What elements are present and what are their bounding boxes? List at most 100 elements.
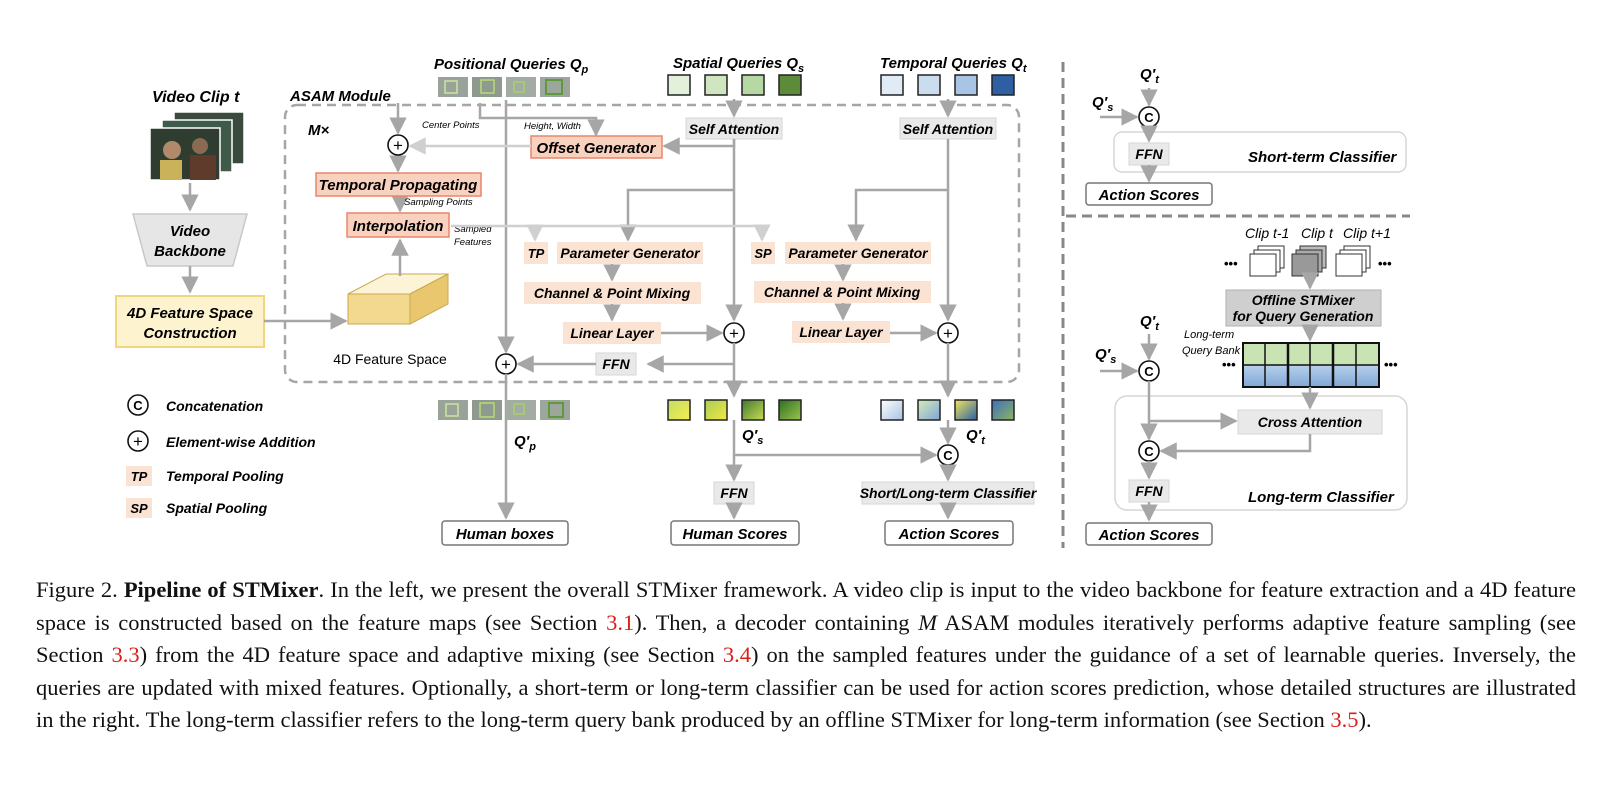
svg-text:C: C [1144, 364, 1154, 379]
svg-text:+: + [729, 324, 739, 343]
video-clip: Video Clip t [149, 89, 245, 181]
svg-text:C: C [1144, 444, 1154, 459]
section-link[interactable]: 3.4 [722, 642, 751, 668]
human-boxes: Human boxes [441, 520, 569, 546]
svg-text:Element-wise Addition: Element-wise Addition [166, 434, 316, 450]
svg-text:SP: SP [754, 246, 772, 261]
mixing-temporal: Channel & Point Mixing [754, 281, 931, 303]
updated-spatial-tokens [667, 399, 802, 421]
positional-queries-label: Positional Queries Qp [434, 56, 589, 76]
qp-updated-label: Q′p [514, 433, 536, 453]
lt-qt-label: Q′t [1140, 313, 1160, 333]
svg-text:Human boxes: Human boxes [456, 526, 554, 543]
section-link[interactable]: 3.1 [606, 609, 635, 635]
cross-attention: Cross Attention [1237, 409, 1383, 435]
updated-positional-tokens [438, 400, 570, 420]
spatial-query-tokens [667, 74, 802, 96]
svg-text:Offset Generator: Offset Generator [537, 140, 657, 157]
concat-symbol: C [133, 398, 143, 413]
video-clip-label: Video Clip t [152, 89, 240, 106]
svg-text:FFN: FFN [1135, 146, 1163, 162]
svg-text:Channel & Point Mixing: Channel & Point Mixing [534, 285, 691, 301]
linear-spatial: Linear Layer [563, 322, 661, 344]
feature-space-stack: 4D Feature Space [333, 273, 449, 367]
temporal-propagating: Temporal Propagating [315, 172, 482, 197]
ffn-asam: FFN [595, 352, 637, 376]
add-node-offset [387, 134, 409, 156]
human-scores: Human Scores [670, 520, 800, 546]
temporal-query-tokens [880, 74, 1015, 96]
tp-box: TP [524, 242, 548, 264]
svg-text:Concatenation: Concatenation [166, 398, 263, 414]
svg-text:•••: ••• [1378, 256, 1392, 271]
svg-text:+: + [501, 355, 511, 374]
svg-text:+: + [943, 324, 953, 343]
action-scores: Action Scores [884, 520, 1014, 546]
svg-text:Backbone: Backbone [154, 243, 226, 260]
asam-module: ASAM Module M× [283, 88, 1021, 384]
pipeline-figure: Video Clip t Video Backbone 4D Feature S… [115, 55, 1410, 548]
classifier-output: Short/Long-term Classifier [860, 481, 1038, 505]
self-attention-spatial: Self Attention [685, 117, 783, 140]
svg-text:Clip t: Clip t [1301, 225, 1334, 241]
feature-space-construction: 4D Feature Space Construction [115, 295, 265, 348]
svg-text:Parameter Generator: Parameter Generator [788, 245, 929, 261]
svg-text:Clip t+1: Clip t+1 [1343, 225, 1391, 241]
svg-text:Linear Layer: Linear Layer [799, 324, 884, 340]
sp-box: SP [751, 242, 775, 264]
param-gen-spatial: Parameter Generator [557, 242, 703, 264]
mixing-spatial: Channel & Point Mixing [524, 282, 701, 304]
svg-text:Self Attention: Self Attention [903, 121, 993, 137]
interpolation: Interpolation [346, 212, 450, 238]
svg-text:Features: Features [454, 237, 492, 248]
svg-text:Short/Long-term Classifier: Short/Long-term Classifier [860, 485, 1038, 501]
svg-text:Clip t-1: Clip t-1 [1245, 225, 1289, 241]
positional-query-tokens [438, 77, 570, 97]
svg-text:FFN: FFN [1135, 483, 1163, 499]
st-classifier-frame [1113, 131, 1407, 173]
updated-temporal-tokens [880, 399, 1015, 421]
svg-text:Construction: Construction [143, 325, 236, 342]
add-symbol: + [133, 432, 143, 451]
asam-title: ASAM Module [289, 88, 391, 105]
svg-text:Action Scores: Action Scores [898, 526, 1000, 543]
lt-ffn: FFN [1128, 479, 1170, 503]
param-gen-temporal: Parameter Generator [785, 242, 931, 264]
svg-text:Cross Attention: Cross Attention [1258, 414, 1362, 430]
svg-text:•••: ••• [1222, 357, 1236, 372]
ffn-output: FFN [713, 481, 755, 505]
caption-title: Pipeline of STMixer [123, 577, 319, 602]
svg-text:TP: TP [131, 469, 148, 484]
svg-text:Spatial Pooling: Spatial Pooling [166, 500, 268, 516]
qs-updated-label: Q′s [742, 427, 763, 447]
svg-text:Sampling Points: Sampling Points [404, 197, 473, 208]
legend: C Concatenation + Element-wise Addition … [126, 394, 316, 518]
svg-text:Video: Video [170, 223, 210, 240]
svg-text:Self Attention: Self Attention [689, 121, 779, 137]
svg-text:Sampled: Sampled [454, 224, 492, 235]
st-title: Short-term Classifier [1248, 149, 1398, 166]
offset-generator: Offset Generator [530, 135, 663, 159]
svg-text:Offline STMixer: Offline STMixer [1252, 292, 1356, 308]
svg-text:Parameter Generator: Parameter Generator [560, 245, 701, 261]
svg-text:Interpolation: Interpolation [353, 218, 444, 235]
section-link[interactable]: 3.5 [1330, 707, 1359, 733]
svg-text:SP: SP [130, 501, 148, 516]
svg-text:Height, Width: Height, Width [524, 121, 581, 132]
svg-text:C: C [1144, 110, 1154, 125]
svg-text:Channel & Point Mixing: Channel & Point Mixing [764, 284, 921, 300]
section-link[interactable]: 3.3 [111, 642, 140, 668]
feature-space-label: 4D Feature Space [333, 351, 447, 367]
svg-text:Temporal Propagating: Temporal Propagating [319, 177, 478, 194]
lt-action-scores: Action Scores [1085, 522, 1213, 546]
repeat-label: M× [308, 122, 329, 139]
lt-title: Long-term Classifier [1248, 489, 1395, 506]
svg-text:Action Scores: Action Scores [1098, 527, 1200, 544]
caption-label: Figure 2. [36, 577, 118, 602]
svg-text:•••: ••• [1384, 357, 1398, 372]
svg-text:•••: ••• [1224, 256, 1238, 271]
svg-text:Center Points: Center Points [422, 120, 480, 131]
svg-text:FFN: FFN [720, 485, 748, 501]
svg-text:Action Scores: Action Scores [1098, 187, 1200, 204]
figure-caption: Figure 2. Pipeline of STMixer. In the le… [36, 577, 1576, 733]
